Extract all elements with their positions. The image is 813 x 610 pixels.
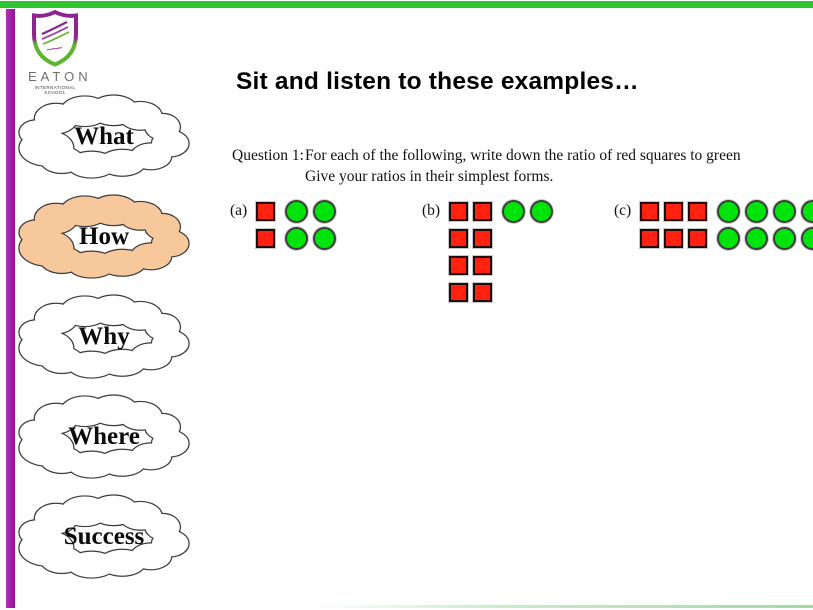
red-square (449, 202, 469, 221)
example-b: (b) (422, 198, 554, 306)
cloud-how: How (8, 191, 200, 283)
red-square (449, 256, 469, 275)
cloud-success: Success (8, 491, 200, 583)
green-circle (285, 227, 309, 250)
example-label: (c) (614, 202, 632, 219)
red-square (256, 202, 276, 221)
red-square (473, 256, 493, 275)
logo-name: EATON (28, 69, 92, 84)
shape-row (256, 225, 337, 252)
cloud-label: Success (63, 523, 145, 550)
shape-row (640, 198, 813, 225)
cloud-label: Where (68, 423, 140, 450)
cloud-label: Why (78, 323, 130, 350)
red-square (664, 229, 684, 248)
green-circle (502, 200, 526, 223)
bottom-border (0, 605, 813, 608)
question-block: Question 1: For each of the following, w… (232, 145, 741, 187)
red-square (473, 202, 493, 221)
red-square (449, 229, 469, 248)
red-square (256, 229, 276, 248)
shape-row (256, 198, 337, 225)
green-circle (773, 200, 797, 223)
green-circle (745, 227, 769, 250)
red-square (688, 229, 708, 248)
school-logo: EATON INTERNATIONAL SCHOOL (24, 9, 92, 95)
left-border (6, 9, 15, 608)
shape-row (449, 279, 553, 306)
question-line-2: Give your ratios in their simplest forms… (305, 168, 554, 185)
green-circle (285, 200, 309, 223)
logo-subtitle: INTERNATIONAL SCHOOL (34, 85, 76, 95)
shape-row (449, 198, 554, 225)
red-square (640, 229, 660, 248)
cloud-shape (18, 394, 190, 479)
question-text: For each of the following, write down th… (305, 145, 741, 187)
red-square (688, 202, 708, 221)
green-circle (313, 200, 337, 223)
red-square (473, 283, 493, 302)
green-circle (313, 227, 337, 250)
red-square (640, 202, 660, 221)
green-circle (717, 200, 741, 223)
cloud-shape (18, 294, 190, 379)
example-label: (a) (230, 202, 248, 219)
cloud-label: What (74, 123, 134, 150)
question-number: Question 1: (232, 147, 304, 164)
example-c: (c) (614, 198, 813, 252)
green-circle (530, 200, 554, 223)
red-square (664, 202, 684, 221)
green-circle (773, 227, 797, 250)
slide-title: Sit and listen to these examples… (236, 68, 639, 95)
green-circle (801, 200, 813, 223)
green-circle (745, 200, 769, 223)
cloud-why: Why (8, 291, 200, 383)
green-circle (717, 227, 741, 250)
shape-row (640, 225, 813, 252)
cloud-where: Where (8, 391, 200, 483)
shape-row (449, 225, 553, 252)
cloud-shape (18, 94, 190, 179)
example-a: (a) (230, 198, 337, 252)
cloud-shape (18, 194, 190, 279)
shape-row (449, 252, 553, 279)
question-line-1: For each of the following, write down th… (305, 147, 741, 164)
example-label: (b) (422, 202, 441, 219)
cloud-what: What (8, 91, 200, 183)
cloud-shape (18, 494, 190, 579)
top-border (0, 1, 813, 8)
red-square (449, 283, 469, 302)
cloud-label: How (79, 223, 129, 250)
red-square (473, 229, 493, 248)
shield-logo-icon (32, 9, 78, 67)
green-circle (801, 227, 813, 250)
